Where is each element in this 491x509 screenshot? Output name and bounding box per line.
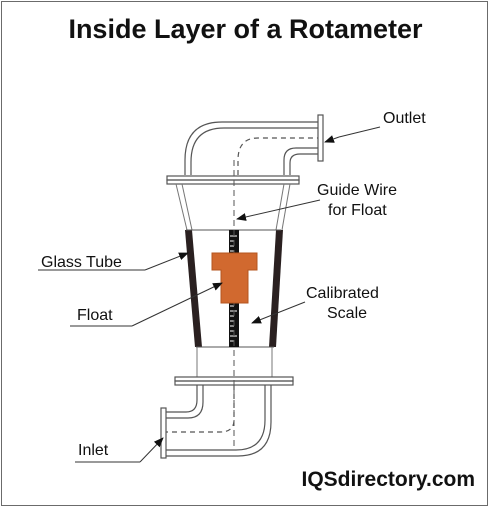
top-flange xyxy=(166,175,300,185)
label-outlet: Outlet xyxy=(383,110,426,127)
label-calibrated-2: Scale xyxy=(327,305,367,322)
brand-watermark: IQSdirectory.com xyxy=(301,468,476,491)
label-calibrated-1: Calibrated xyxy=(306,285,379,302)
leader-lines xyxy=(38,126,381,463)
inlet-pipe xyxy=(160,385,272,459)
label-float: Float xyxy=(77,307,113,324)
label-inlet: Inlet xyxy=(78,442,109,459)
outlet-pipe xyxy=(184,114,324,175)
upper-tube xyxy=(175,183,291,231)
label-guide-wire-2: for Float xyxy=(328,202,387,219)
diagram-title: Inside Layer of a Rotameter xyxy=(68,14,423,44)
float xyxy=(211,252,258,304)
label-guide-wire-1: Guide Wire xyxy=(317,182,397,199)
label-glass-tube: Glass Tube xyxy=(41,254,122,271)
lower-tube xyxy=(196,347,273,377)
